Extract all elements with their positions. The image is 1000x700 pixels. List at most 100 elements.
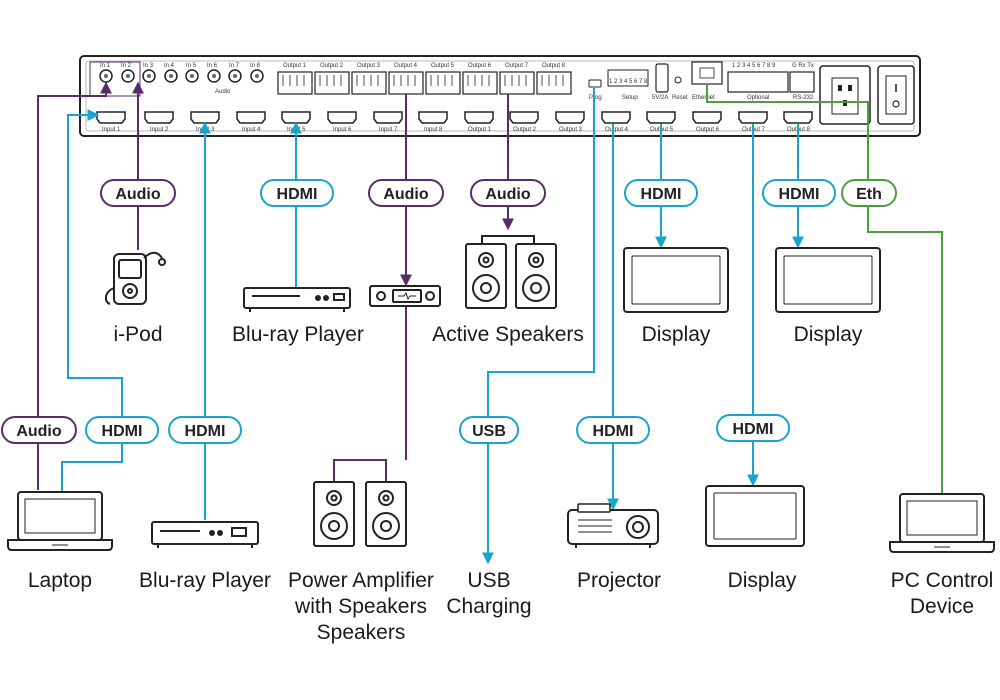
laptop-audio-cable	[37, 81, 112, 490]
pc-control-label-line-2: Device	[910, 595, 974, 618]
dip-numbers: 1 2 3 4 5 6 7 8	[609, 79, 648, 85]
bluray-top-label: Blu-ray Player	[232, 323, 364, 346]
hdmi-input-1-label: Input 1	[102, 127, 121, 133]
audio-output-terminals: Output 1 Output 2 Output 3 Output 4 Outp…	[277, 63, 572, 95]
svg-text:Audio: Audio	[115, 186, 161, 203]
hdmi-pill-bluray-top: HDMI	[260, 179, 334, 207]
hdmi-port-icon	[418, 111, 448, 124]
audio-out-7-label: Output 7	[505, 63, 529, 69]
rs232-terminal-icon	[789, 71, 815, 93]
device-labels: i-Pod Blu-ray Player Active Speakers Dis…	[28, 323, 993, 644]
rs232-label: RS-232	[793, 95, 814, 101]
ethernet-port-icon	[691, 61, 723, 85]
audio-in-1-label: In 1	[100, 63, 111, 69]
dip-switch-icon	[607, 69, 649, 87]
svg-text:HDMI: HDMI	[733, 421, 774, 438]
ethernet-label: Ethernet	[692, 95, 715, 101]
hdmi-port-icon	[783, 111, 813, 124]
audio-in-5-label: In 5	[186, 63, 197, 69]
eth-pill: Eth	[841, 179, 897, 207]
audio-in-8-label: In 8	[250, 63, 261, 69]
hdmi-input-4-label: Input 4	[242, 127, 261, 133]
setup-label: Setup	[622, 95, 638, 101]
hdmi-pill-projector: HDMI	[576, 416, 650, 444]
hdmi-output-2-label: Output 2	[513, 127, 537, 133]
svg-text:USB: USB	[472, 423, 506, 440]
audio-in-4-label: In 4	[164, 63, 175, 69]
hdmi-port-icon	[509, 111, 539, 124]
display-top-1-icon	[623, 247, 729, 313]
usb-power-port-icon	[655, 63, 669, 93]
audio-out-3-label: Output 3	[357, 63, 381, 69]
hdmi-output-3-label: Output 3	[559, 127, 583, 133]
hdmi-port-icon	[692, 111, 722, 124]
svg-text:Audio: Audio	[485, 186, 531, 203]
passive-speakers-icon	[313, 481, 407, 547]
audio-pill-ipod: Audio	[100, 179, 176, 207]
audio-pill-laptop: Audio	[1, 416, 77, 444]
setup-area: Prog 1 2 3 4 5 6 7 8 Setup 5V/2A Reset E…	[588, 61, 815, 101]
connection-labels: Audio HDMI Audio Audio HDMI HDMI Eth Au	[1, 179, 897, 444]
projector-label: Projector	[577, 569, 661, 592]
hdmi-input-6-label: Input 6	[333, 127, 352, 133]
usb-charging-label-line-1: USB	[467, 569, 510, 592]
hdmi-ports-row: Input 1 Input 2 Input 3 Input 4 Input 5 …	[96, 111, 813, 133]
hdmi-port-icon	[646, 111, 676, 124]
hdmi-port-icon	[373, 111, 403, 124]
svg-text:HDMI: HDMI	[593, 423, 634, 440]
audio-out-2-label: Output 2	[320, 63, 344, 69]
audio-out-5-label: Output 5	[431, 63, 455, 69]
display-top-2-icon	[775, 247, 881, 313]
hdmi-port-icon	[236, 111, 266, 124]
hdmi-port-icon	[281, 111, 311, 124]
svg-text:HDMI: HDMI	[185, 423, 226, 440]
display-bottom-label: Display	[728, 569, 797, 592]
pc-control-device-icon	[889, 493, 995, 553]
hdmi-pill-display-top-1: HDMI	[624, 179, 698, 207]
audio-out-4-label: Output 4	[394, 63, 418, 69]
hdmi-input-8-label: Input 8	[424, 127, 443, 133]
usb-pill: USB	[459, 416, 519, 444]
audio-pill-active-speakers: Audio	[470, 179, 546, 207]
display-bottom-icon	[705, 485, 805, 547]
display-top-1-label: Display	[642, 323, 711, 346]
svg-text:Eth: Eth	[856, 186, 882, 203]
svg-text:HDMI: HDMI	[102, 423, 143, 440]
hdmi-port-icon	[96, 111, 126, 124]
pc-control-label-line-1: PC Control	[891, 569, 994, 592]
laptop-icon	[7, 491, 113, 551]
usb-power-label: 5V/2A	[652, 95, 668, 101]
ethernet-cable	[706, 84, 943, 494]
audio-in-7-label: In 7	[229, 63, 240, 69]
matrix-rear-panel: In 1 In 2 In 3 In 4 In 5 In 6 In 7 In 8	[79, 55, 921, 137]
audio-section-label: Audio	[215, 89, 231, 95]
ipod-icon	[104, 251, 166, 305]
hdmi-port-icon	[327, 111, 357, 124]
devices	[7, 235, 995, 553]
bluray-player-bottom-icon	[151, 521, 259, 548]
power-amp-label-line-3: Speakers	[317, 621, 406, 644]
laptop-label: Laptop	[28, 569, 92, 592]
hdmi-output-1-label: Output 1	[468, 127, 492, 133]
hdmi-output-6-label: Output 6	[696, 127, 720, 133]
hdmi-input-2-label: Input 2	[150, 127, 169, 133]
hdmi-port-icon	[464, 111, 494, 124]
gpio-numbers: 1 2 3 4 5 6 7 8 9	[732, 63, 776, 69]
usb-charging-label-line-2: Charging	[446, 595, 531, 618]
projector-icon	[567, 503, 659, 548]
prog-label: Prog	[589, 95, 602, 101]
gpio-terminal-icon	[727, 71, 789, 93]
optional-label: Optional	[747, 95, 769, 101]
bluray-bottom-label: Blu-ray Player	[139, 569, 271, 592]
bluray-player-top-icon	[243, 287, 351, 312]
audio-out-6-label: Output 6	[468, 63, 492, 69]
usb-mini-port-icon	[588, 79, 602, 88]
amplifier-speaker-cable	[333, 306, 407, 486]
hdmi-port-icon	[144, 111, 174, 124]
audio-in-6-label: In 6	[207, 63, 218, 69]
hdmi-input-7-label: Input 7	[379, 127, 398, 133]
svg-text:HDMI: HDMI	[641, 186, 682, 203]
active-speakers-label: Active Speakers	[432, 323, 584, 346]
rs232-pins-label: G Rx Tx	[792, 63, 814, 69]
active-speakers-icon	[465, 235, 557, 309]
